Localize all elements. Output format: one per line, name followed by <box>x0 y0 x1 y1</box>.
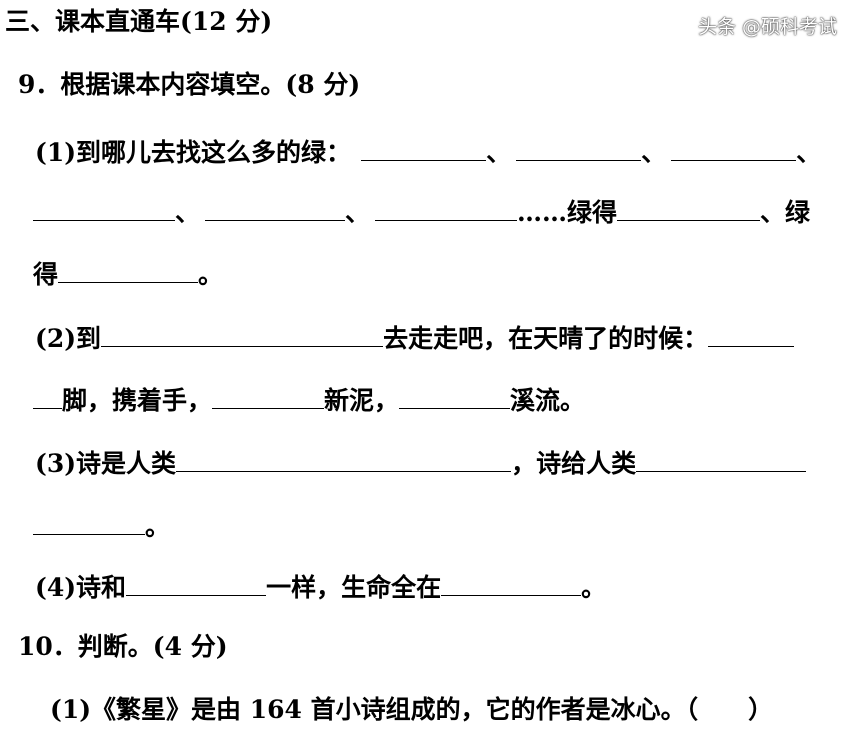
text: 、 <box>486 138 512 167</box>
q9-part2-line1: (2)到 去走走吧，在天晴了的时候： <box>35 320 795 355</box>
blank[interactable] <box>126 569 267 596</box>
blank[interactable] <box>33 382 62 409</box>
q9-part4: (4)诗和 一样，生命全在 。 <box>35 569 606 604</box>
text: 得 <box>33 260 59 289</box>
text: 、 <box>175 198 201 227</box>
text: 、 <box>796 138 822 167</box>
text: 去走走吧，在天晴了的时候： <box>383 324 709 353</box>
text: 新泥， <box>324 386 400 415</box>
text: 一样，生命全在 <box>266 573 442 602</box>
q10-part1: (1)《繁星》是由 164 首小诗组成的，它的作者是冰心。（ ） <box>50 695 774 724</box>
text: ，诗给人类 <box>511 449 637 478</box>
blank[interactable] <box>33 194 175 221</box>
blank[interactable] <box>399 382 511 409</box>
blank[interactable] <box>33 508 145 535</box>
blank[interactable] <box>212 382 325 409</box>
text: 。 <box>198 260 224 289</box>
text: 、绿 <box>760 198 811 227</box>
blank[interactable] <box>636 445 807 472</box>
question-10-title: 10．判断。(4 分) <box>18 632 228 661</box>
watermark: 头条 @硕科考试 <box>697 16 837 38</box>
blank[interactable] <box>205 194 346 221</box>
blank[interactable] <box>58 256 199 283</box>
section-title: 三、课本直通车(12 分) <box>5 7 273 36</box>
text: 脚，携着手， <box>62 386 213 415</box>
text: 溪流。 <box>510 386 586 415</box>
question-9-title: 9．根据课本内容填空。(8 分) <box>18 70 361 99</box>
q9-part2-line2: 脚，携着手， 新泥， 溪流。 <box>33 382 585 417</box>
text: 。 <box>581 573 607 602</box>
text: 、 <box>641 138 667 167</box>
text: (1)到哪儿去找这么多的绿： <box>35 138 352 167</box>
text: 、 <box>345 198 371 227</box>
blank[interactable] <box>617 194 761 221</box>
blank[interactable] <box>671 134 797 161</box>
blank[interactable] <box>708 320 795 347</box>
q9-part3-line1: (3)诗是人类 ，诗给人类 <box>35 445 807 480</box>
blank[interactable] <box>441 569 582 596</box>
text: (3)诗是人类 <box>35 449 177 478</box>
blank[interactable] <box>176 445 512 472</box>
q9-part3-line2: 。 <box>33 508 170 543</box>
text: ……绿得 <box>517 198 618 227</box>
q9-part1-line2: 、 、 ……绿得 、绿 <box>33 194 810 229</box>
blank[interactable] <box>516 134 642 161</box>
blank[interactable] <box>361 134 487 161</box>
q9-part1-line1: (1)到哪儿去找这么多的绿： 、 、 、 <box>35 134 821 169</box>
text: 。 <box>145 512 171 541</box>
blank[interactable] <box>375 194 518 221</box>
text: (4)诗和 <box>35 573 127 602</box>
text: (2)到 <box>35 324 102 353</box>
blank[interactable] <box>101 320 384 347</box>
q9-part1-line3: 得。 <box>33 256 223 291</box>
